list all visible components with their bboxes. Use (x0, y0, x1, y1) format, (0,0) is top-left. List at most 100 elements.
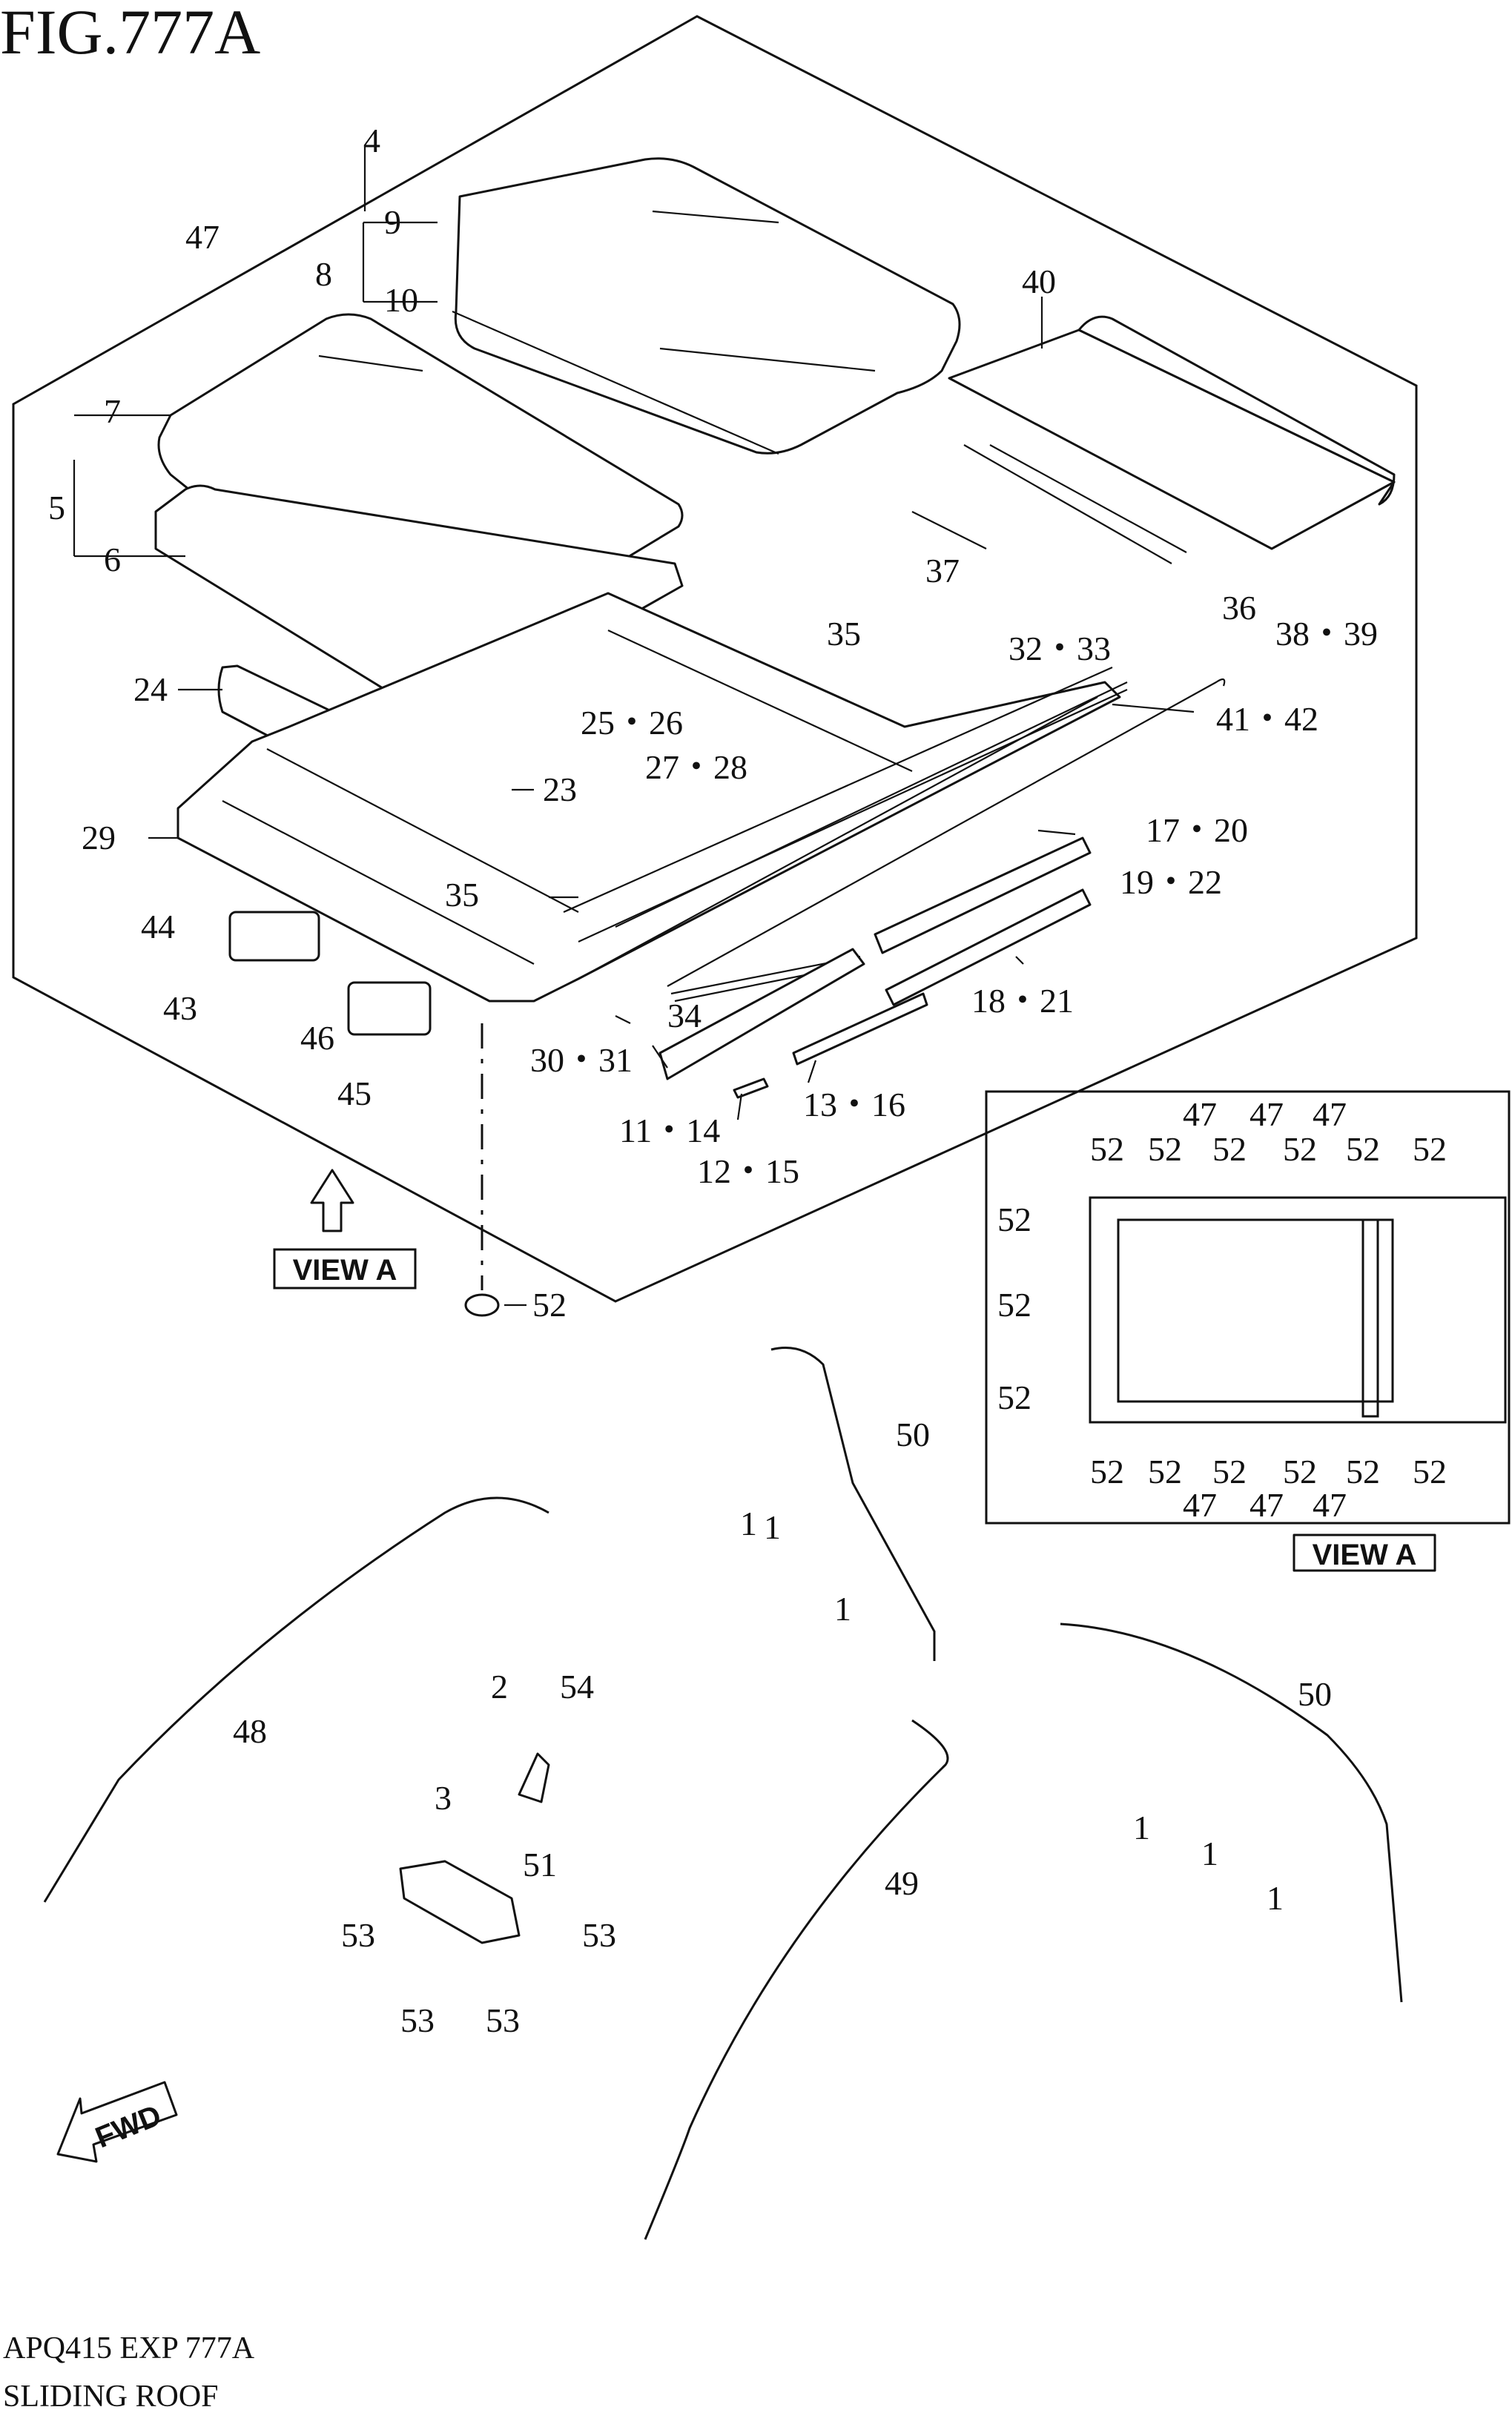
view-a-arrow (310, 1169, 354, 1232)
callout-label: 37 (925, 552, 960, 590)
inset-callout-label: 47 (1183, 1486, 1217, 1524)
inset-callout-label: 52 (1346, 1130, 1380, 1168)
callout-label: 1 (1267, 1879, 1284, 1917)
inset-callout-label: 52 (1413, 1130, 1447, 1168)
drive-cable (667, 678, 1226, 987)
callout-label: 54 (560, 1668, 594, 1706)
bracket-3 (399, 1860, 521, 1944)
callout-label: 52 (532, 1286, 567, 1324)
drain-hose-50-lower (1060, 1622, 1403, 2003)
callout-label: 44 (141, 908, 175, 945)
inset-callout-label: 52 (1090, 1453, 1124, 1490)
callout-label: 11・14 (619, 1112, 720, 1149)
slide-guide-left (874, 836, 1092, 954)
callout-label: 1 (834, 1590, 851, 1628)
callout-label: 1 (740, 1505, 757, 1542)
callout-label: 27・28 (645, 748, 747, 786)
view-a-inset: VIEW A (985, 1090, 1511, 1572)
callout-label: 35 (827, 615, 861, 653)
inset-callout-label: 52 (1212, 1130, 1247, 1168)
inset-view-box (1293, 1533, 1436, 1572)
leader-lines (73, 145, 1195, 1307)
inset-callout-label: 52 (997, 1379, 1031, 1416)
inset-callout-label: 47 (1249, 1486, 1284, 1524)
callout-label: 4 (363, 122, 380, 159)
fwd-arrow (56, 2081, 178, 2163)
inset-callout-label: 52 (1212, 1453, 1247, 1490)
callout-label: 6 (104, 541, 121, 578)
callout-label: 8 (315, 255, 332, 293)
callout-label: 46 (300, 1019, 334, 1057)
footer-name: SLIDING ROOF (3, 2380, 219, 2414)
callout-label: 25・26 (581, 704, 683, 742)
view-a-label: VIEW A (293, 1254, 397, 1287)
inset-callout-label: 52 (1413, 1453, 1447, 1490)
link-bracket-right (792, 992, 928, 1066)
footer-code: APQ415 EXP 777A (3, 2331, 255, 2365)
link-bracket-left (658, 948, 865, 1080)
inset-callout-label: 47 (1183, 1095, 1217, 1133)
callout-label: 1 (1133, 1809, 1150, 1846)
callout-label: 45 (337, 1074, 372, 1112)
callouts: 4 47 9 8 10 7 5 6 40 37 36 38・39 35 32・3… (48, 122, 1378, 2039)
view-a-box (273, 1248, 417, 1290)
callout-label: 53 (582, 1916, 616, 1954)
callout-label: 30・31 (530, 1041, 633, 1079)
callout-label: 23 (543, 770, 577, 808)
controller-unit (228, 911, 320, 962)
callout-label: 24 (133, 670, 168, 708)
inset-callout-label: 52 (1283, 1453, 1317, 1490)
inset-callout-label: 52 (1090, 1130, 1124, 1168)
inset-view-label: VIEW A (1313, 1539, 1417, 1571)
callout-label: 53 (341, 1916, 375, 1954)
callout-label: 53 (486, 2001, 520, 2039)
callout-label: 12・15 (697, 1152, 799, 1190)
grommet (464, 1293, 500, 1317)
callout-label: 49 (885, 1864, 919, 1902)
slide-guide-right (885, 888, 1092, 1006)
inset-callout-label: 47 (1313, 1486, 1347, 1524)
shoe-small (733, 1077, 769, 1099)
callout-label: 10 (384, 281, 418, 319)
drain-hose-48 (43, 1496, 549, 1903)
isometric-frame (12, 15, 1418, 1303)
callout-label: 38・39 (1275, 615, 1378, 653)
inset-callout-label: 47 (1249, 1095, 1284, 1133)
callout-label: 18・21 (971, 982, 1074, 1020)
inset-callout-label: 47 (1313, 1095, 1347, 1133)
callout-label: 13・16 (803, 1086, 905, 1123)
inset-callout-label: 52 (997, 1286, 1031, 1324)
callout-label: 48 (233, 1712, 267, 1750)
inset-callout-label: 52 (997, 1201, 1031, 1238)
callout-label: 5 (48, 489, 65, 526)
inset-callout-label: 52 (1148, 1453, 1182, 1490)
callout-label: 32・33 (1008, 630, 1111, 667)
sunshade (948, 315, 1396, 564)
callout-label: 35 (445, 876, 479, 914)
inset-callout-label: 52 (1148, 1130, 1182, 1168)
callout-label: 51 (523, 1846, 557, 1883)
callout-label: 9 (384, 203, 401, 241)
callout-label: 41・42 (1216, 700, 1318, 738)
callout-label: 34 (667, 997, 701, 1034)
callout-label: 29 (82, 819, 116, 856)
callout-label: 17・20 (1146, 811, 1248, 849)
callout-label: 36 (1222, 589, 1256, 627)
figure-title: FIG.777A (0, 0, 260, 67)
callout-label: 50 (1298, 1675, 1332, 1713)
callout-label: 19・22 (1120, 863, 1222, 901)
callout-label: 2 (491, 1668, 508, 1706)
bracket-51 (518, 1752, 550, 1803)
callout-label: 1 (764, 1508, 781, 1546)
callout-label: 43 (163, 989, 197, 1027)
front-glass-panel (452, 157, 961, 455)
callout-label: 1 (1201, 1835, 1218, 1872)
inset-callouts: 47 47 47 52 52 52 52 52 52 52 52 52 52 5… (997, 1095, 1447, 1524)
drain-hose-50-upper (770, 1347, 936, 1661)
main-frame (176, 592, 1128, 1003)
callout-label: 53 (400, 2001, 435, 2039)
inset-callout-label: 52 (1346, 1453, 1380, 1490)
drain-hose-49 (644, 1719, 949, 2240)
